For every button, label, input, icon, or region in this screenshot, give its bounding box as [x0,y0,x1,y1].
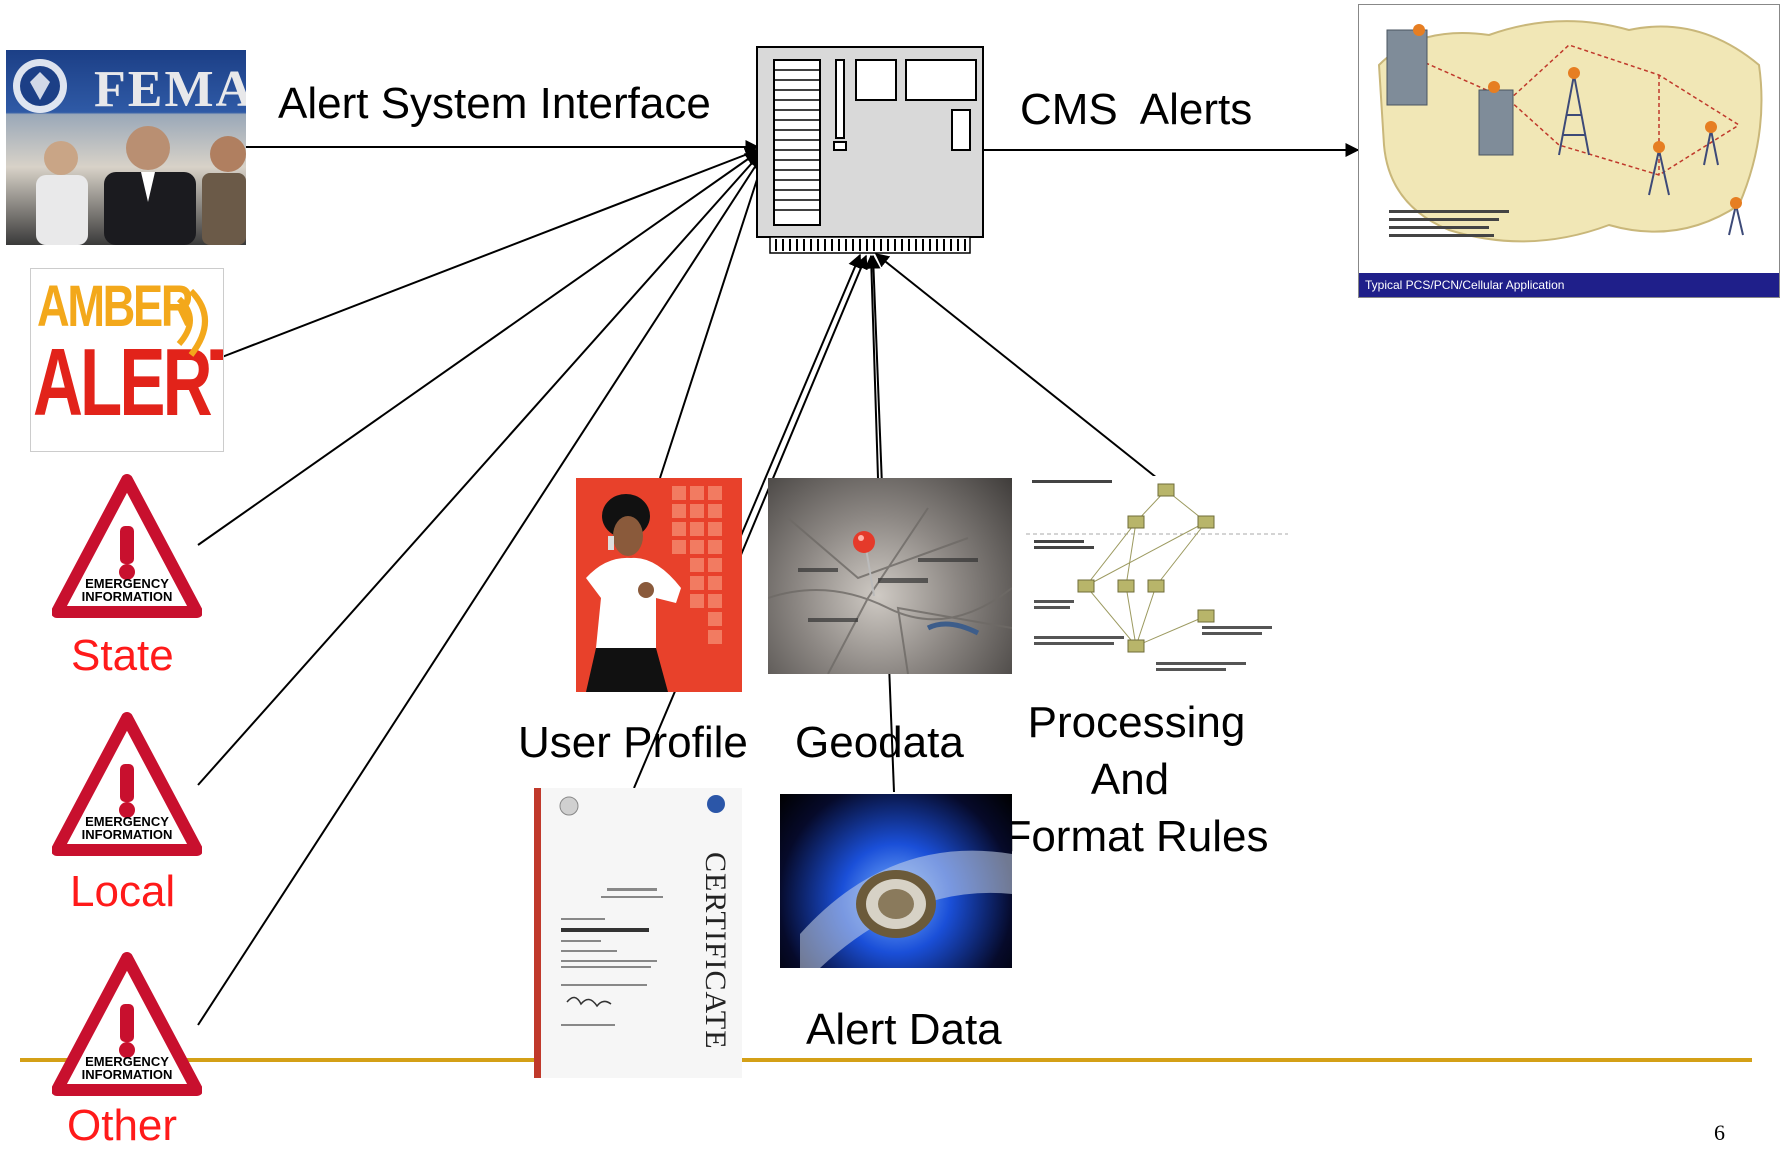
edge-userprofile-to-server [659,156,767,479]
warning-sign-state: EMERGENCY INFORMATION [52,474,202,618]
label-cms-alerts: CMS Alerts [1020,85,1253,134]
edge-amber-to-server [221,148,760,358]
geodata-map-image [768,478,1012,674]
certificate-image: CERTIFICATE [534,788,742,1078]
label-state: State [71,631,174,680]
amber-alert-logo: AMBER ALERT [30,268,224,452]
warning-sign-other: EMERGENCY INFORMATION [52,952,202,1096]
edge-geodata-to-server-a [737,254,868,563]
label-alert-system-interface: Alert System Interface [278,79,711,128]
svg-text:INFORMATION: INFORMATION [82,1067,173,1082]
certificate-vertical-text: CERTIFICATE [699,852,732,1050]
certificate-drawing [559,795,725,1026]
page-number: 6 [1714,1120,1725,1145]
edge-geodata-to-server-b [864,254,879,479]
svg-text:EMERGENCY: EMERGENCY [85,814,169,829]
label-local: Local [70,867,176,916]
user-profile-image [576,478,742,692]
woman-on-phone-illustration [586,486,722,692]
network-map-drawing [1377,20,1763,243]
label-processing-line1: Processing [1027,698,1246,747]
label-processing-line3: Format Rules [1004,812,1269,861]
people-silhouettes [36,126,246,245]
edge-state-to-server [197,151,760,546]
dhs-seal-icon [13,59,67,113]
fema-logo-text: FEMA [94,61,246,118]
edge-local-to-server [197,152,761,786]
label-geodata: Geodata [795,718,964,767]
warning-sign-local: EMERGENCY INFORMATION [52,712,202,856]
label-other: Other [67,1101,178,1150]
label-user-profile: User Profile [518,718,748,767]
network-map-caption: Typical PCS/PCN/Cellular Application [1359,273,1779,297]
edge-processing-to-server [874,253,1163,483]
edge-certificate-to-server [633,253,862,789]
cellular-network-map: Typical PCS/PCN/Cellular Application [1358,4,1780,298]
svg-text:EMERGENCY: EMERGENCY [85,1054,169,1069]
label-alert-data: Alert Data [806,1005,1002,1054]
processing-rules-diagram-image [1026,476,1288,680]
warning-text-2: INFORMATION [82,589,173,604]
config-flow-drawing [1026,480,1288,671]
server-board-icon [756,46,984,254]
signal-waves-icon [176,289,208,357]
warning-text-1: EMERGENCY [85,576,169,591]
fema-photo: FEMA [6,50,246,245]
alert-data-disc-image [780,794,1012,968]
label-processing-rules: Processing And Format Rules [1004,694,1350,865]
edge-other-to-server [197,154,763,1026]
disc-icon [800,850,1012,968]
map-pin-icon [768,507,1012,674]
amber-text: AMBER [37,274,194,339]
svg-text:INFORMATION: INFORMATION [82,827,173,842]
label-processing-line2: And [1090,755,1170,804]
